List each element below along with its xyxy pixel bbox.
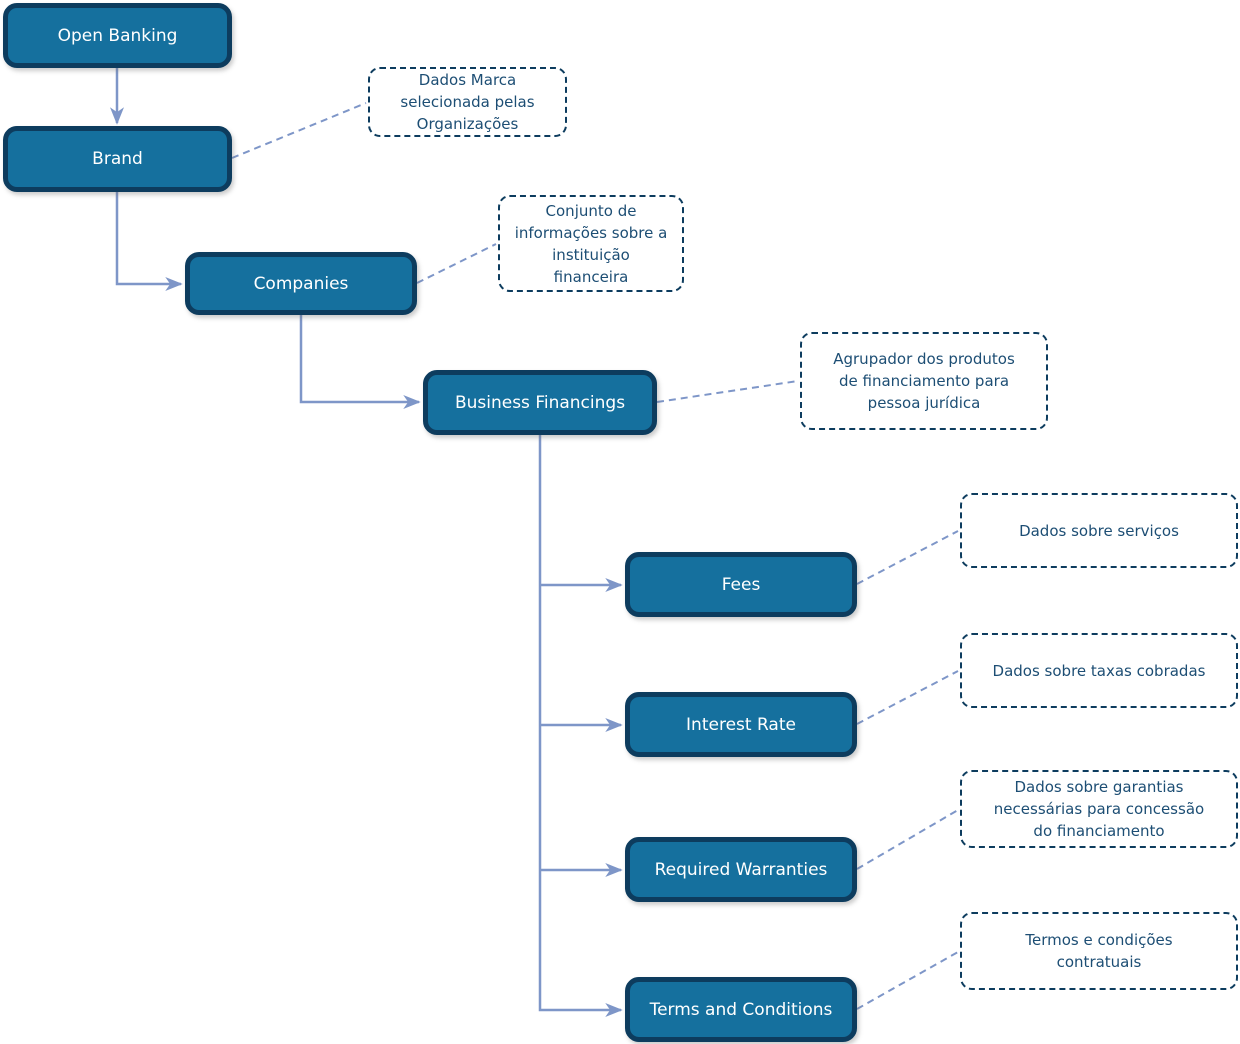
annotation-fees-note: Dados sobre serviços bbox=[960, 493, 1238, 568]
annotation-line: Termos e condições bbox=[1025, 931, 1173, 949]
connector-business-financings-to-terms-and-conditions bbox=[538, 435, 623, 1017]
annotation-line: instituição bbox=[552, 245, 630, 264]
callout-line-fees-note bbox=[856, 530, 959, 585]
annotation-terms-and-conditions-note: Termos e condições contratuais bbox=[960, 912, 1238, 990]
annotation-business-financings-note: Agrupador dos produtos de financiamento … bbox=[800, 332, 1048, 430]
node-open-banking: Open Banking bbox=[3, 3, 232, 68]
callout-line-business-financings-note bbox=[656, 380, 799, 403]
node-interest-rate: Interest Rate bbox=[625, 692, 857, 757]
annotation-line: Dados sobre taxas cobradas bbox=[992, 661, 1206, 680]
annotation-line: pessoa jurídica bbox=[867, 394, 981, 412]
annotation-line: selecionada pelas bbox=[400, 93, 535, 111]
node-brand: Brand bbox=[3, 126, 232, 192]
callout-line-interest-rate-note bbox=[856, 670, 959, 725]
annotation-line: financeira bbox=[553, 267, 629, 286]
annotation-line: Organizações bbox=[416, 115, 519, 133]
callout-line-brand-note bbox=[231, 102, 367, 159]
annotation-interest-rate-note: Dados sobre taxas cobradas bbox=[960, 633, 1238, 708]
annotation-line: do financiamento bbox=[1033, 822, 1165, 840]
annotation-line: informações sobre a bbox=[514, 223, 668, 242]
annotation-line: Agrupador dos produtos bbox=[833, 350, 1015, 368]
annotation-line: necessárias para concessão bbox=[993, 800, 1205, 818]
annotation-line: Dados sobre garantias bbox=[1014, 778, 1184, 796]
annotation-companies-note: Conjunto de informações sobre a institui… bbox=[498, 195, 684, 292]
annotation-line: Conjunto de bbox=[545, 201, 637, 220]
annotation-line: Dados sobre serviços bbox=[1019, 521, 1179, 540]
callout-line-terms-and-conditions-note bbox=[856, 951, 959, 1010]
node-companies: Companies bbox=[185, 252, 417, 315]
annotation-line: de financiamento para bbox=[838, 372, 1010, 390]
callout-line-companies-note bbox=[416, 243, 497, 284]
node-fees: Fees bbox=[625, 552, 857, 617]
node-required-warranties: Required Warranties bbox=[625, 837, 857, 902]
node-terms-and-conditions: Terms and Conditions bbox=[625, 977, 857, 1042]
annotation-required-warranties-note: Dados sobre garantias necessárias para c… bbox=[960, 770, 1238, 848]
callout-line-required-warranties-note bbox=[856, 809, 959, 870]
annotation-brand-note: Dados Marca selecionada pelas Organizaçõ… bbox=[368, 67, 567, 137]
annotation-line: Dados Marca bbox=[418, 71, 517, 89]
connector-brand-to-companies bbox=[115, 191, 183, 291]
annotation-line: contratuais bbox=[1056, 953, 1142, 971]
connector-companies-to-business-financings bbox=[299, 315, 421, 409]
node-business-financings: Business Financings bbox=[423, 370, 657, 435]
